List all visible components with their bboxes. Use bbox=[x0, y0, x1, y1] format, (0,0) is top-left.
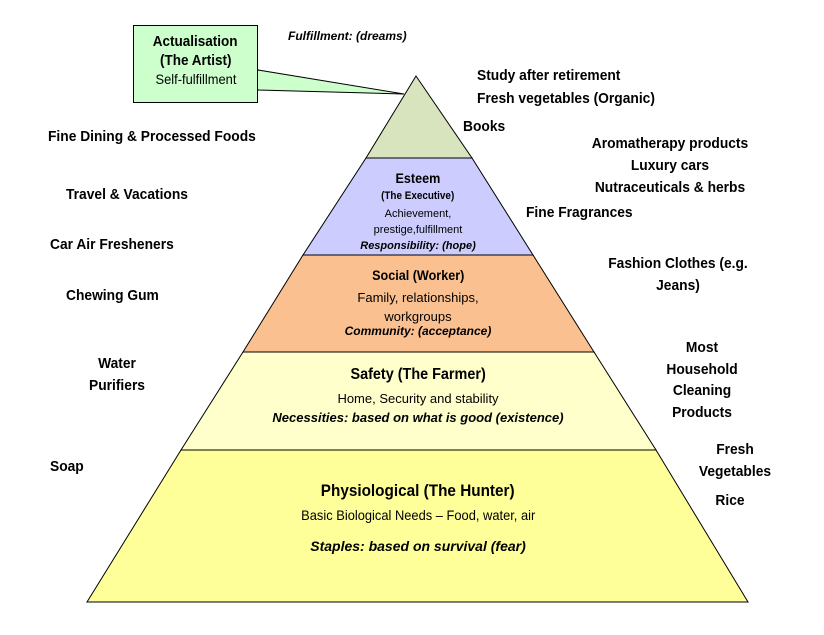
label-vegetables: Vegetables bbox=[698, 463, 772, 480]
esteem-tag: Responsibility: (hope) bbox=[360, 240, 476, 252]
physiological-desc: Basic Biological Needs – Food, water, ai… bbox=[300, 507, 536, 523]
label-books: Books bbox=[463, 118, 506, 135]
label-travel: Travel & Vacations bbox=[66, 186, 188, 203]
callout-pointer bbox=[257, 69, 405, 95]
physiological-title: Physiological (The Hunter) bbox=[321, 481, 515, 500]
esteem-desc-1: Achievement, bbox=[384, 208, 452, 220]
safety-desc: Home, Security and stability bbox=[337, 391, 499, 406]
label-fine-fragrances: Fine Fragrances bbox=[526, 204, 633, 221]
label-fashion-1: Fashion Clothes (e.g. bbox=[608, 255, 748, 272]
label-fashion-2: Jeans) bbox=[656, 277, 700, 294]
pyramid-level-actualisation bbox=[365, 75, 473, 159]
social-tag: Community: (acceptance) bbox=[344, 324, 492, 338]
label-fresh: Fresh bbox=[716, 441, 754, 458]
label-most: Most bbox=[685, 339, 719, 356]
social-title: Social (Worker) bbox=[371, 267, 465, 283]
social-desc-2: workgroups bbox=[384, 309, 452, 324]
esteem-desc-2: prestige,fulfillment bbox=[373, 224, 463, 236]
label-car-air-fresheners: Car Air Fresheners bbox=[50, 236, 174, 253]
label-nutraceuticals: Nutraceuticals & herbs bbox=[594, 179, 746, 196]
fulfillment-header: Fulfillment: (dreams) bbox=[288, 29, 407, 43]
safety-title: Safety (The Farmer) bbox=[350, 366, 486, 383]
label-study-retirement: Study after retirement bbox=[477, 67, 621, 84]
pyramid-level-physiological bbox=[86, 449, 749, 603]
label-chewing-gum: Chewing Gum bbox=[66, 287, 159, 304]
label-products: Products bbox=[672, 404, 732, 421]
esteem-subtitle: (The Executive) bbox=[381, 190, 455, 202]
actualisation-callout: Actualisation (The Artist) Self-fulfillm… bbox=[133, 25, 258, 103]
label-purifiers: Purifiers bbox=[88, 377, 145, 394]
social-desc-1: Family, relationships, bbox=[357, 290, 479, 305]
label-household: Household bbox=[666, 361, 738, 378]
label-rice: Rice bbox=[715, 492, 745, 509]
label-cleaning: Cleaning bbox=[672, 382, 732, 399]
esteem-title: Esteem bbox=[395, 170, 441, 186]
label-fresh-organic: Fresh vegetables (Organic) bbox=[477, 90, 655, 107]
label-luxury-cars: Luxury cars bbox=[630, 157, 710, 174]
label-water: Water bbox=[98, 355, 136, 372]
label-fine-dining: Fine Dining & Processed Foods bbox=[48, 128, 256, 145]
label-soap: Soap bbox=[50, 458, 84, 475]
callout-subtitle: (The Artist) bbox=[159, 52, 232, 69]
label-aromatherapy: Aromatherapy products bbox=[591, 135, 749, 152]
physiological-tag: Staples: based on survival (fear) bbox=[310, 538, 526, 554]
safety-tag: Necessities: based on what is good (exis… bbox=[272, 410, 564, 425]
callout-title: Actualisation bbox=[153, 33, 238, 50]
callout-desc: Self-fulfillment bbox=[155, 71, 236, 87]
